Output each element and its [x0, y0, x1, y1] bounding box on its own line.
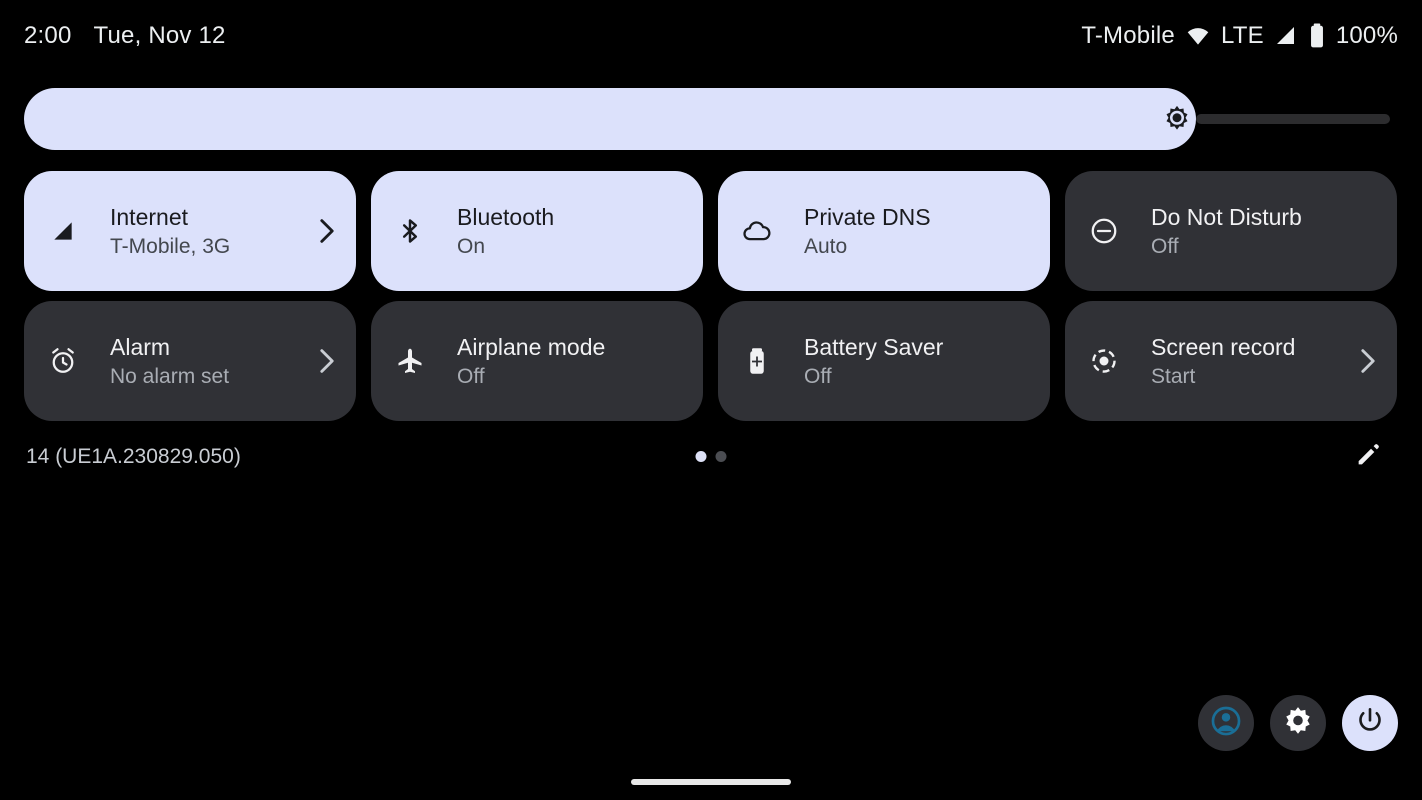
tile-alarm-title: Alarm	[110, 333, 171, 360]
tile-screen-record-title: Screen record	[1151, 333, 1296, 360]
page-indicator[interactable]	[695, 451, 727, 462]
wifi-icon	[1185, 23, 1211, 49]
tile-screen-record-text: Screen record Start	[1151, 334, 1357, 389]
tile-bluetooth-title: Bluetooth	[457, 203, 555, 230]
tile-internet-subtitle: T-Mobile, 3G	[110, 234, 231, 258]
status-date: Tue, Nov 12	[93, 22, 226, 49]
tile-private-dns-text: Private DNS Auto	[804, 204, 1010, 259]
network-type-label: LTE	[1220, 22, 1264, 49]
tile-battery-saver-title: Battery Saver	[804, 333, 944, 360]
tile-bluetooth[interactable]: Bluetooth On	[371, 171, 703, 291]
user-switcher-button[interactable]	[1198, 695, 1254, 751]
tile-airplane-mode-subtitle: Off	[457, 364, 485, 388]
tile-bluetooth-text: Bluetooth On	[457, 204, 663, 259]
tile-airplane-mode-text: Airplane mode Off	[457, 334, 663, 389]
tile-do-not-disturb[interactable]: Do Not Disturb Off	[1065, 171, 1397, 291]
tile-private-dns-title: Private DNS	[804, 203, 931, 230]
record-icon	[1087, 344, 1121, 378]
pencil-icon	[1354, 441, 1382, 474]
battery-percent-label: 100%	[1335, 22, 1398, 49]
tile-battery-saver-text: Battery Saver Off	[804, 334, 1010, 389]
tile-airplane-mode-title: Airplane mode	[457, 333, 606, 360]
tile-bluetooth-subtitle: On	[457, 234, 486, 258]
quick-settings-tile-grid: Internet T-Mobile, 3G Bluetooth On	[24, 171, 1398, 421]
tile-alarm[interactable]: Alarm No alarm set	[24, 301, 356, 421]
cloud-icon	[740, 214, 774, 248]
tile-screen-record[interactable]: Screen record Start	[1065, 301, 1397, 421]
tile-airplane-mode[interactable]: Airplane mode Off	[371, 301, 703, 421]
brightness-slider-track[interactable]	[1196, 114, 1390, 124]
tile-internet-text: Internet T-Mobile, 3G	[110, 204, 316, 259]
tile-alarm-text: Alarm No alarm set	[110, 334, 316, 389]
tile-do-not-disturb-subtitle: Off	[1151, 234, 1179, 258]
signal-icon	[1274, 24, 1298, 48]
tile-do-not-disturb-text: Do Not Disturb Off	[1151, 204, 1357, 259]
home-indicator[interactable]	[631, 779, 791, 785]
chevron-right-icon[interactable]	[316, 216, 338, 246]
tile-private-dns-subtitle: Auto	[804, 234, 848, 258]
page-dot-2[interactable]	[715, 451, 727, 462]
signal-bars-icon	[46, 214, 80, 248]
power-button[interactable]	[1342, 695, 1398, 751]
bluetooth-icon	[393, 214, 427, 248]
tile-alarm-subtitle: No alarm set	[110, 364, 230, 388]
power-icon	[1355, 706, 1385, 741]
tile-battery-saver[interactable]: Battery Saver Off	[718, 301, 1050, 421]
footer-action-buttons	[1198, 695, 1398, 751]
do-not-disturb-icon	[1087, 214, 1121, 248]
tile-do-not-disturb-title: Do Not Disturb	[1151, 203, 1302, 230]
tile-internet-title: Internet	[110, 203, 188, 230]
brightness-slider[interactable]	[24, 88, 1398, 150]
tile-internet[interactable]: Internet T-Mobile, 3G	[24, 171, 356, 291]
user-avatar-icon	[1209, 704, 1243, 743]
settings-button[interactable]	[1270, 695, 1326, 751]
gear-icon	[1282, 705, 1314, 742]
chevron-right-icon[interactable]	[316, 346, 338, 376]
status-clock: 2:00	[24, 22, 72, 49]
build-version-label: 14 (UE1A.230829.050)	[26, 445, 241, 468]
tile-screen-record-subtitle: Start	[1151, 364, 1196, 388]
battery-icon	[1308, 23, 1326, 49]
brightness-slider-fill[interactable]	[24, 88, 1196, 150]
alarm-clock-icon	[46, 344, 80, 378]
chevron-right-icon[interactable]	[1357, 346, 1379, 376]
tile-battery-saver-subtitle: Off	[804, 364, 832, 388]
edit-tiles-button[interactable]	[1352, 441, 1384, 473]
carrier-label: T-Mobile	[1081, 22, 1175, 49]
tile-private-dns[interactable]: Private DNS Auto	[718, 171, 1050, 291]
status-bar: 2:00 Tue, Nov 12 T-Mobile LTE 100%	[0, 0, 1422, 72]
page-dot-1[interactable]	[695, 451, 707, 462]
status-bar-right: T-Mobile LTE 100%	[1081, 23, 1398, 49]
brightness-icon	[1162, 104, 1192, 134]
status-bar-left: 2:00 Tue, Nov 12	[24, 24, 226, 48]
battery-plus-icon	[740, 344, 774, 378]
quick-settings-footer: 14 (UE1A.230829.050)	[0, 438, 1422, 478]
airplane-icon	[393, 344, 427, 378]
